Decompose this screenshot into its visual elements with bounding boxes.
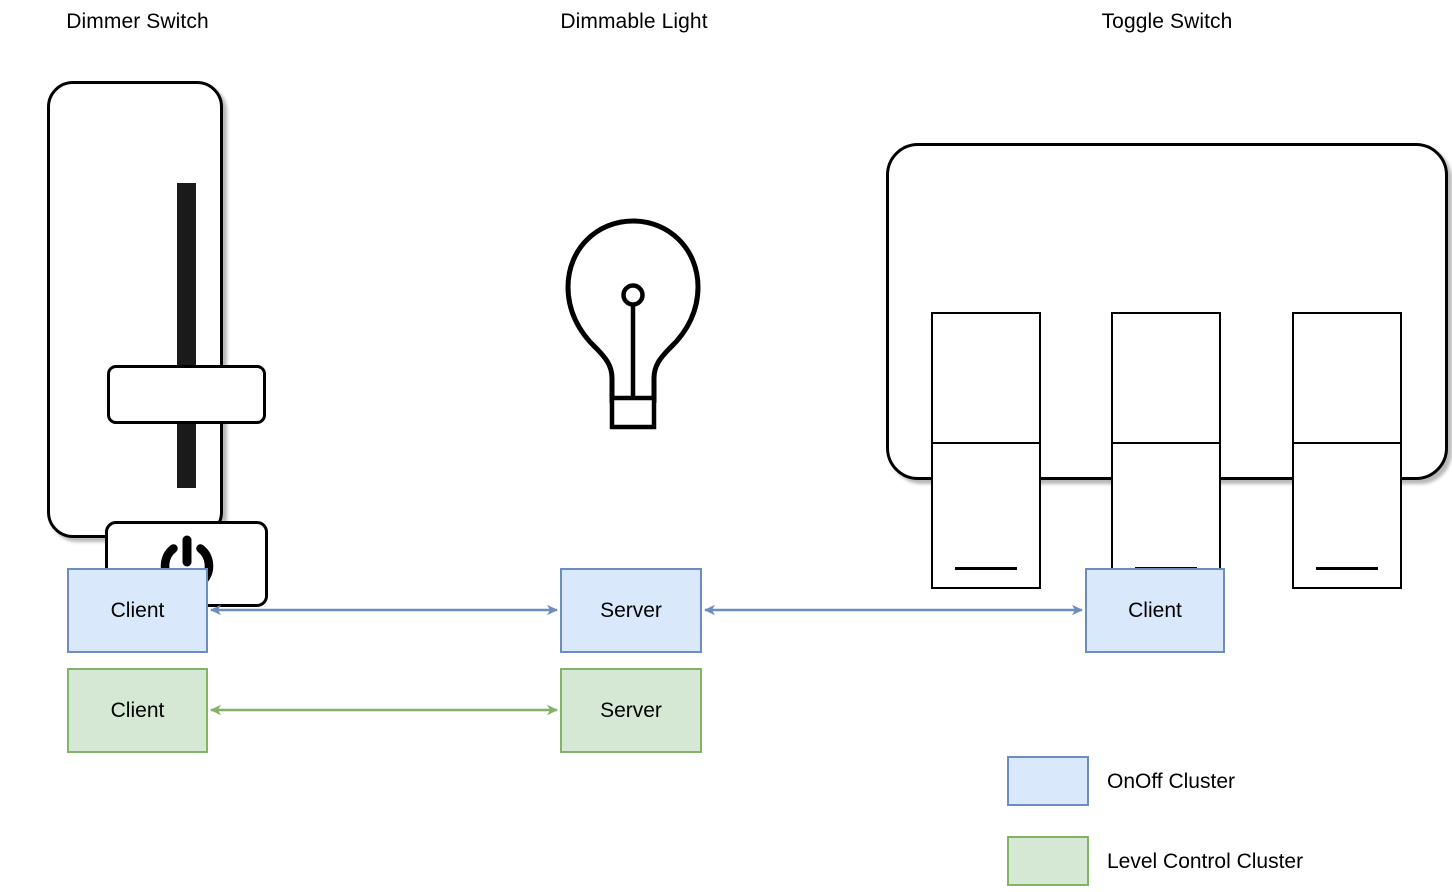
cluster-node-label: Client (110, 698, 165, 722)
cluster-node-label: Server (600, 598, 662, 622)
legend-label-level-control: Level Control Cluster (1107, 850, 1304, 873)
cluster-node-light-onoff-server[interactable]: Server (560, 568, 702, 653)
toggle-switch-device (886, 143, 1448, 589)
legend-swatch-level-control (1007, 836, 1089, 886)
page-title-dimmable-light: Dimmable Light (560, 10, 708, 33)
dimmable-light-device (536, 190, 731, 435)
page-title-dimmer-switch: Dimmer Switch (66, 10, 209, 33)
cluster-node-light-level-server[interactable]: Server (560, 668, 702, 753)
legend-swatch-onoff (1007, 756, 1089, 806)
rocker-divider-icon (1113, 442, 1219, 444)
cluster-node-dimmer-level-client[interactable]: Client (67, 668, 208, 753)
rocker-divider-icon (933, 442, 1039, 444)
legend-label-onoff: OnOff Cluster (1107, 770, 1235, 793)
cluster-node-label: Client (1128, 598, 1182, 622)
cluster-node-label: Client (110, 598, 165, 622)
page-title-toggle-switch: Toggle Switch (1101, 10, 1233, 33)
rocker-switch-2[interactable] (1111, 312, 1221, 589)
rocker-switch-3[interactable] (1292, 312, 1402, 589)
cluster-node-toggle-onoff-client[interactable]: Client (1085, 568, 1225, 653)
rocker-divider-icon (1294, 442, 1400, 444)
dimmer-switch-device (47, 81, 268, 607)
cluster-node-label: Server (600, 698, 662, 722)
rocker-mark-icon (955, 567, 1017, 570)
rocker-switch-1[interactable] (931, 312, 1041, 589)
cluster-node-dimmer-onoff-client[interactable]: Client (67, 568, 208, 653)
dimmer-slider-thumb[interactable] (107, 365, 266, 424)
rocker-mark-icon (1316, 567, 1378, 570)
light-bulb-icon (565, 218, 701, 430)
